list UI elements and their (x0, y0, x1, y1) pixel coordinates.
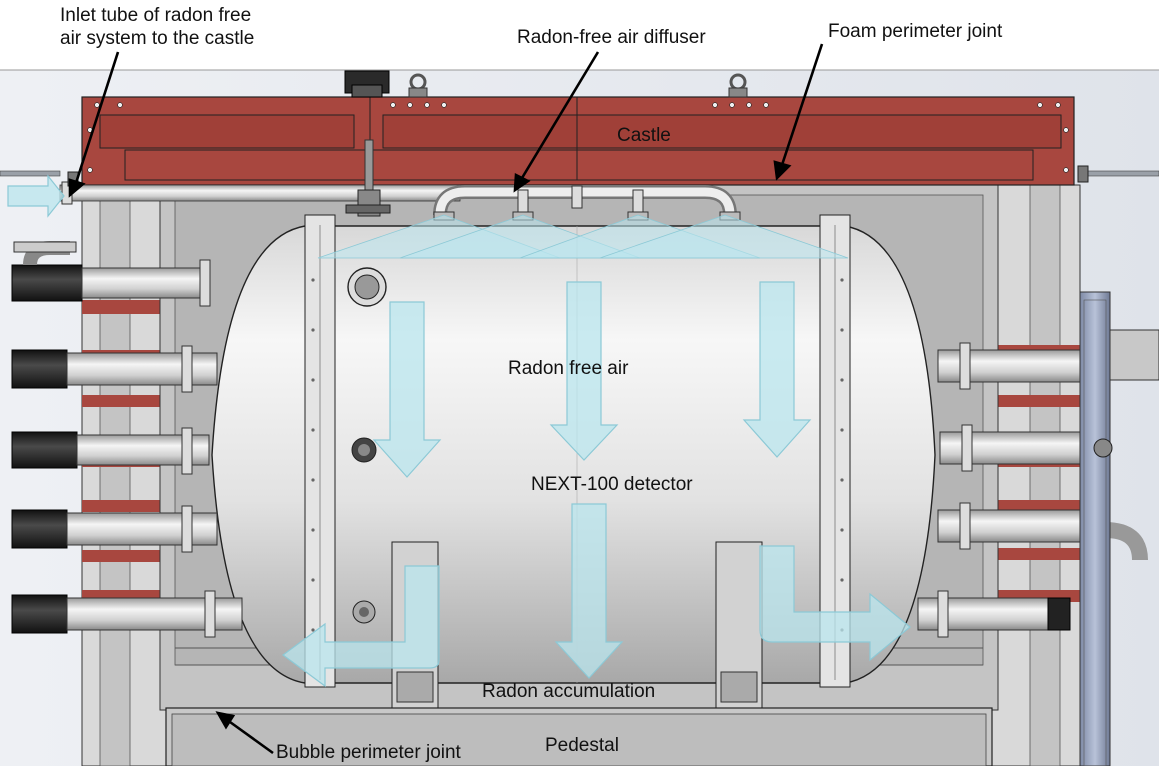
label-foam-joint: Foam perimeter joint (828, 21, 1003, 42)
arrow-curve-right (759, 545, 911, 662)
castle-top (81, 96, 1075, 186)
arrow-curve-left (281, 565, 440, 688)
arrow-down-right (742, 281, 812, 458)
label-pedestal: Pedestal (545, 735, 619, 756)
airflow-arrows (7, 174, 911, 688)
lifting-eyes (344, 70, 748, 98)
left-pipes (11, 241, 243, 638)
label-diffuser: Radon-free air diffuser (517, 27, 706, 48)
label-radon-accumulation: Radon accumulation (482, 681, 656, 702)
label-radon-free-air: Radon free air (508, 358, 629, 379)
arrow-down-lower (554, 503, 624, 679)
label-castle: Castle (617, 125, 671, 146)
label-bubble-joint: Bubble perimeter joint (276, 742, 461, 763)
airflow-diffuser-fans (317, 214, 849, 259)
arrow-inlet (7, 174, 65, 218)
label-detector: NEXT-100 detector (531, 474, 693, 495)
support-post (1079, 291, 1113, 766)
pedestal (165, 707, 993, 766)
arrow-down-center (549, 281, 619, 461)
right-pipes (917, 329, 1159, 638)
label-inlet-tube: Inlet tube of radon free air system to t… (60, 5, 255, 49)
leader-lines (68, 43, 824, 755)
arrow-down-left (372, 301, 442, 478)
